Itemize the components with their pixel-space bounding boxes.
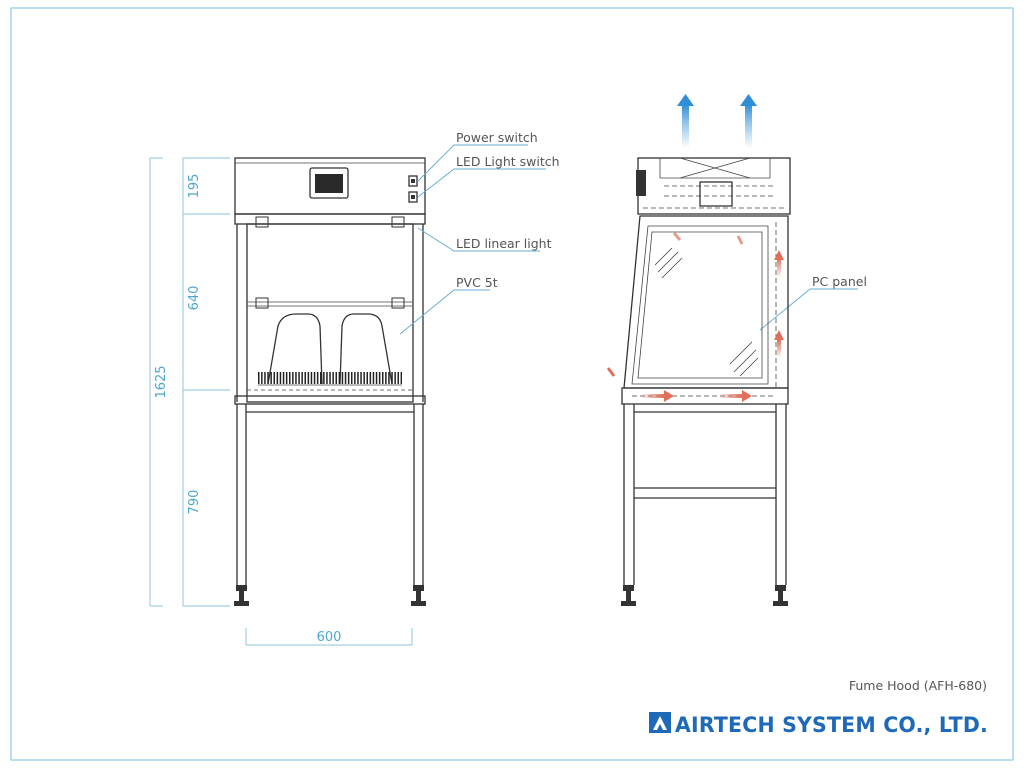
label-led-light-switch: LED Light switch: [456, 154, 560, 169]
intake-arrow-icon: [606, 232, 784, 402]
callout-leaders: [399, 144, 858, 335]
label-pc-panel: PC panel: [812, 274, 867, 289]
dim-bottom-section: 790: [187, 490, 202, 515]
dimension-lines: [149, 157, 413, 646]
control-display: [309, 167, 349, 199]
model-caption: Fume Hood (AFH-680): [849, 678, 987, 693]
side-view: [606, 94, 791, 606]
front-view: [234, 157, 426, 606]
exhaust-arrow-icon: [677, 94, 757, 148]
led-light-switch-icon: [408, 191, 418, 203]
company-logo: AIRTECH SYSTEM CO., LTD.: [649, 712, 988, 737]
drawing-frame: [10, 7, 1014, 761]
label-power-switch: Power switch: [456, 130, 538, 145]
company-name: AIRTECH SYSTEM CO., LTD.: [675, 713, 988, 737]
power-switch-icon: [408, 175, 418, 187]
airtech-logo-icon: [649, 712, 671, 733]
dim-width: 600: [317, 630, 342, 645]
label-led-linear-light: LED linear light: [456, 236, 552, 251]
dim-total-height: 1625: [154, 365, 169, 398]
dim-top-section: 195: [187, 174, 202, 199]
dim-middle-section: 640: [187, 286, 202, 311]
label-pvc: PVC 5t: [456, 275, 498, 290]
